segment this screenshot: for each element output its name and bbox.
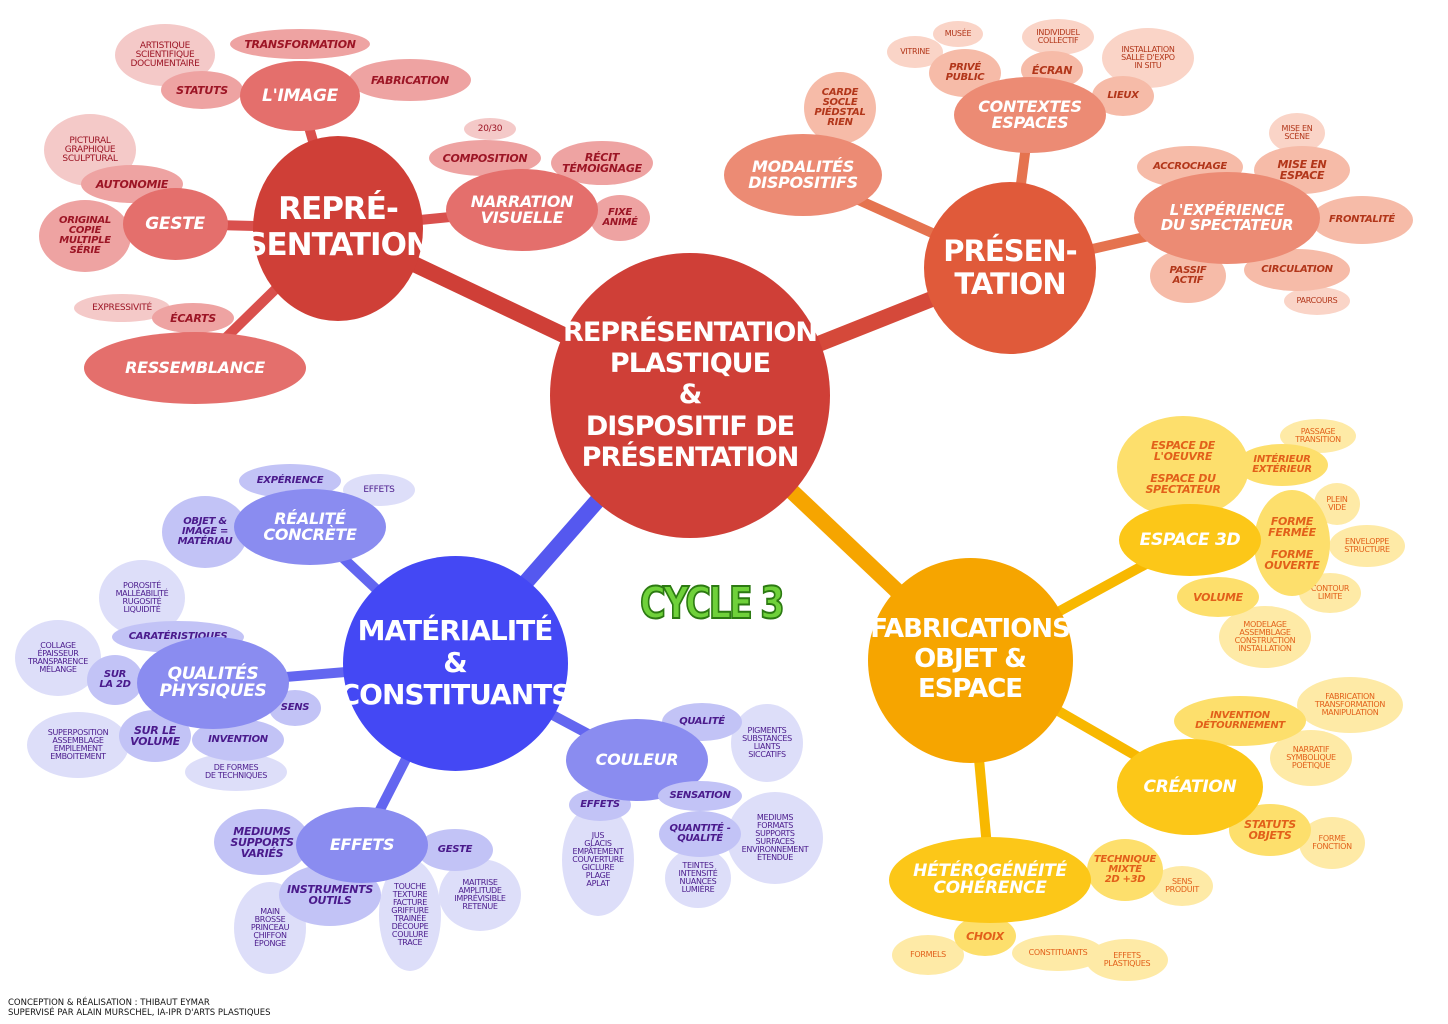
node-geste2: GESTE — [417, 829, 493, 871]
node-fixe: FIXE ANIMÉ — [590, 195, 650, 241]
node-statuts2: STATUTS OBJETS — [1229, 804, 1311, 856]
node-objet: OBJET & IMAGE = MATÉRIAU — [162, 496, 248, 568]
node-pres: PRÉSEN- TATION — [924, 182, 1096, 354]
node-contextes: CONTEXTES ESPACES — [954, 77, 1106, 153]
node-espaceoeuvre: ESPACE DE L'OEUVRE ESPACE DU SPECTATEUR — [1117, 416, 1249, 518]
node-mediums2: MEDIUMS FORMATS SUPPORTS SURFACES ENVIRO… — [727, 792, 823, 884]
credits-line-1: CONCEPTION & RÉALISATION : THIBAUT EYMAR — [8, 998, 210, 1008]
node-contour: CONTOUR LIMITE — [1299, 573, 1361, 613]
node-parcours: PARCOURS — [1284, 287, 1350, 315]
cycle-label: CYCLE 3 — [639, 577, 785, 630]
node-fab: FABRICATIONS OBJET & ESPACE — [867, 557, 1073, 763]
node-deformes: DE FORMES DE TECHNIQUES — [185, 753, 287, 791]
node-effets3: EFFETS — [296, 807, 428, 883]
node-ecarts: ÉCARTS — [152, 303, 234, 333]
node-invention2: INVENTION DÉTOURNEMENT — [1174, 696, 1306, 746]
node-surlevolume: SUR LE VOLUME — [119, 710, 191, 762]
node-modalites: MODALITÉS DISPOSITIFS — [724, 134, 882, 216]
node-repr: REPRÉ- SENTATION — [245, 135, 432, 321]
credits: CONCEPTION & RÉALISATION : THIBAUT EYMAR… — [8, 998, 271, 1018]
node-enveloppe: ENVELOPPE STRUCTURE — [1329, 525, 1405, 567]
node-superposition: SUPERPOSITION ASSEMBLAGE EMPILEMENT EMBO… — [27, 712, 129, 778]
node-ressemblance: RESSEMBLANCE — [84, 332, 306, 404]
node-collage: COLLAGE ÉPAISSEUR TRANSPARENCE MÉLANGE — [15, 620, 101, 696]
node-interieur: INTÉRIEUR EXTÉRIEUR — [1236, 444, 1328, 486]
node-center: REPRÉSENTATION PLASTIQUE & DISPOSITIF DE… — [550, 252, 830, 538]
node-choix: CHOIX — [954, 916, 1016, 956]
node-volume: VOLUME — [1177, 577, 1259, 617]
node-carde: CARDE SOCLE PIÉDSTAL RIEN — [804, 72, 876, 144]
node-maitrise: MAITRISE AMPLITUDE IMPRÉVISIBLE RETENUE — [439, 859, 521, 931]
node-original: ORIGINAL COPIE MULTIPLE SÉRIE — [39, 200, 131, 272]
node-qualites: QUALITÉS PHYSIQUES — [137, 637, 289, 729]
node-n2030: 20/30 — [464, 118, 516, 140]
node-modelage: MODELAGE ASSEMBLAGE CONSTRUCTION INSTALL… — [1219, 606, 1311, 668]
node-teintes: TEINTES INTENSITÉ NUANCES LUMIÈRE — [665, 848, 731, 908]
node-sur2d: SUR LA 2D — [87, 655, 143, 705]
node-individuel: INDIVIDUEL COLLECTIF — [1022, 19, 1094, 55]
node-effetsplast: EFFETS PLASTIQUES — [1086, 939, 1168, 981]
node-limage: L'IMAGE — [240, 61, 360, 131]
node-sens: SENS — [269, 690, 321, 726]
node-jus: JUS GLACIS EMPÂTEMENT COUVERTURE GICLURE… — [562, 804, 634, 916]
node-creation: CRÉATION — [1117, 739, 1263, 835]
node-hetero: HÉTÉROGÉNÉITÉ COHÉRENCE — [889, 837, 1091, 923]
node-sensation: SENSATION — [658, 781, 742, 811]
node-realite: RÉALITÉ CONCRÈTE — [234, 489, 386, 565]
node-frontalite: FRONTALITÉ — [1311, 196, 1413, 244]
node-statuts: STATUTS — [161, 71, 243, 109]
node-espace3d: ESPACE 3D — [1119, 504, 1261, 576]
node-musee: MUSÉE — [933, 21, 983, 47]
node-geste: GESTE — [122, 188, 228, 260]
node-narration: NARRATION VISUELLE — [446, 169, 598, 251]
node-technique: TECHNIQUE MIXTE 2D +3D — [1087, 839, 1163, 901]
node-mat: MATÉRIALITÉ & CONSTITUANTS — [340, 555, 571, 771]
node-fabrication: FABRICATION — [349, 59, 471, 101]
node-formels: FORMELS — [892, 935, 964, 975]
node-experience: L'EXPÉRIENCE DU SPECTATEUR — [1134, 172, 1320, 264]
node-forme: FORME FERMÉE FORME OUVERTE — [1254, 490, 1330, 596]
node-transformation: TRANSFORMATION — [230, 29, 370, 59]
node-pigments: PIGMENTS SUBSTANCES LIANTS SICCATIFS — [731, 704, 803, 782]
node-installation: INSTALLATION SALLE D'EXPO IN SITU — [1102, 28, 1194, 88]
credits-line-2: SUPERVISÉ PAR ALAIN MURSCHEL, IA-IPR D'A… — [8, 1008, 271, 1018]
node-fabrication2: FABRICATION TRANSFORMATION MANIPULATION — [1297, 677, 1403, 733]
node-quantite: QUANTITÉ - QUALITÉ — [659, 811, 741, 857]
node-mediums1: MEDIUMS SUPPORTS VARIÉS — [214, 809, 310, 875]
